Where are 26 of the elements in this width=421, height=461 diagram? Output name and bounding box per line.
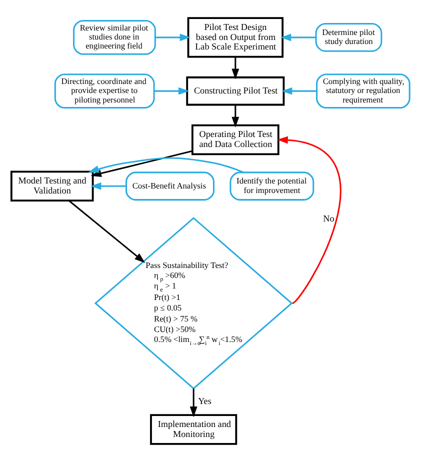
arrow: [232, 56, 240, 79]
edge-label: No: [323, 213, 334, 224]
node-diamond: Pass Sustainability Test? η$_{p}$ >60% η$_{e}$ > 1 Pr(t) >1 p ≤ 0.05 Re(t) > 75 % CU(t) >50% 0.5% <lim$_{i→o}$∑$_{i}$$^{n}$ w$_{i}$<1.5%: [94, 216, 293, 389]
node-box: Determine pilot study duration: [315, 22, 382, 52]
node-box: Pilot Test Design based on Output from Lab Scale Experiment: [187, 16, 284, 58]
node-box: Directing, coordinate and provide expertise to piloting personnel: [54, 73, 155, 108]
arrow: [88, 156, 244, 173]
arrow: [280, 33, 316, 41]
arrow: [282, 86, 317, 94]
arrow: [154, 86, 190, 94]
arrow: [277, 136, 342, 304]
arrow: [90, 182, 126, 190]
node-box: Identify the potential for improvement: [230, 171, 314, 200]
edge-label: Yes: [198, 396, 212, 406]
node-box: Review similar pilot studies done in engineering field: [73, 19, 156, 54]
arrow: [232, 104, 240, 128]
arrow: [155, 33, 190, 41]
arrow: [190, 388, 198, 417]
node-box: Model Testing and Validation: [10, 170, 94, 202]
node-box: Implementation and Monitoring: [150, 414, 238, 444]
arrow: [68, 200, 146, 262]
node-box: Complying with quality, statutory or regulation requirement: [316, 73, 410, 108]
node-box: Operating Pilot Test and Data Collection: [191, 124, 280, 155]
arrow: [90, 150, 193, 177]
node-box: Cost-Benefit Analysis: [126, 171, 214, 200]
node-box: Constructing Pilot Test: [186, 76, 285, 106]
